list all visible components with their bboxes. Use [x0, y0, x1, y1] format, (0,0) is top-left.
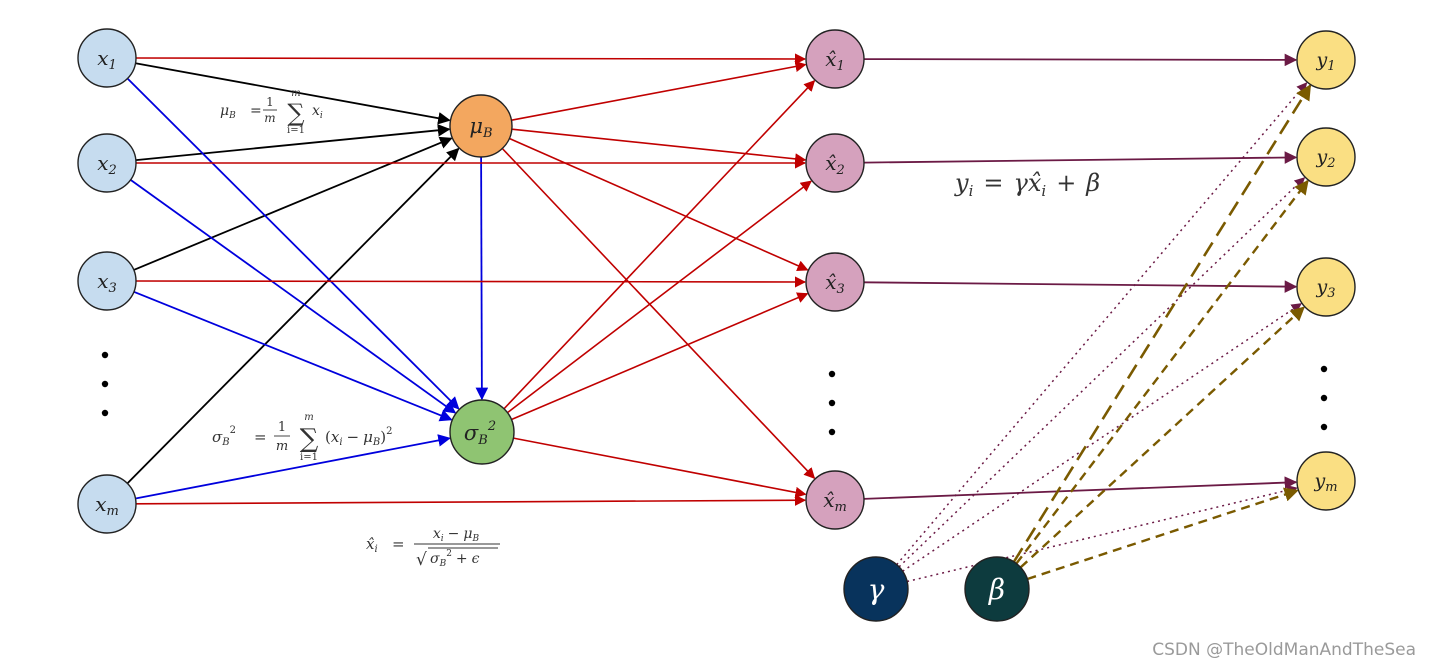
edge-mean-to-h1	[511, 60, 807, 121]
edge-x3-to-variance	[133, 290, 453, 422]
edge-xm-to-variance	[135, 434, 451, 500]
svg-text:y2: y2	[1315, 146, 1335, 171]
node-y2: y2	[1296, 127, 1356, 187]
svg-text:∑: ∑	[287, 99, 304, 127]
svg-text:x̂3: x̂3	[825, 270, 845, 297]
edge-gamma-to-ym	[906, 485, 1298, 583]
svg-text:∑: ∑	[300, 424, 319, 454]
svg-text:x3: x3	[97, 269, 117, 296]
svg-text:=: =	[254, 428, 267, 446]
svg-text:β: β	[988, 573, 1005, 606]
edge-mean-to-variance	[475, 156, 489, 401]
svg-text:xi: xi	[312, 103, 323, 121]
ellipsis-inputs	[101, 351, 109, 417]
svg-text:μB: μB	[469, 114, 492, 141]
edge-x3-to-h3	[135, 276, 807, 288]
node-y1: y1	[1296, 30, 1356, 90]
edge-mean-to-h2	[511, 128, 807, 165]
svg-text:ym: ym	[1313, 470, 1337, 495]
svg-text:i=1: i=1	[287, 125, 305, 136]
svg-text:σB2: σB2	[212, 425, 236, 448]
edge-gamma-to-y3	[902, 303, 1302, 572]
svg-text:σB2: σB2	[464, 419, 496, 448]
node-ym: ym	[1296, 451, 1356, 511]
edge-variance-to-h1	[503, 79, 816, 410]
node-beta: β	[964, 556, 1030, 622]
edge-x3-to-mean	[133, 136, 453, 271]
svg-text:1: 1	[278, 420, 286, 435]
edge-beta-to-y1	[1012, 84, 1312, 563]
edge-hm-to-ym	[863, 476, 1298, 500]
svg-text:m: m	[304, 412, 313, 423]
edge-variance-to-h3	[511, 292, 809, 421]
node-gamma: γ	[843, 556, 909, 622]
svg-text:xi−μB: xi−μB	[433, 526, 480, 544]
node-xm: xm	[77, 474, 137, 534]
node-x2: x2	[77, 133, 137, 193]
svg-text:i=1: i=1	[300, 452, 318, 463]
svg-text:x2: x2	[97, 151, 117, 178]
formula-normalize: x̂i = xi−μB √ σB2+ϵ	[366, 526, 500, 570]
node-y3: y3	[1296, 257, 1356, 317]
svg-text:m: m	[264, 111, 275, 125]
edge-x2-to-variance	[130, 179, 457, 414]
edge-xm-to-hm	[135, 494, 807, 506]
node-xhat2: x̂2	[805, 133, 865, 193]
edge-h2-to-y2	[863, 151, 1298, 164]
svg-text:1: 1	[266, 95, 274, 109]
edge-beta-to-ym	[1027, 487, 1299, 581]
edge-beta-to-y2	[1015, 179, 1309, 565]
svg-text:√: √	[416, 550, 427, 570]
svg-text:m: m	[291, 88, 300, 99]
edge-variance-to-h2	[507, 180, 812, 414]
edge-mean-to-hm	[501, 147, 816, 480]
svg-text:(xi−μB)2: (xi−μB)2	[325, 426, 392, 448]
node-mu-b: μB	[449, 94, 513, 158]
svg-text:y3: y3	[1315, 276, 1335, 301]
edge-x1-to-variance	[126, 77, 460, 410]
svg-text:μB: μB	[220, 103, 236, 121]
node-xhat3: x̂3	[805, 252, 865, 312]
edge-x2-to-mean	[135, 124, 451, 161]
edge-x1-to-h1	[135, 53, 807, 65]
svg-text:=: =	[250, 103, 262, 119]
ellipsis-normalized	[828, 370, 836, 436]
svg-text:y1: y1	[1315, 49, 1335, 74]
nodes: x1 x2 x3 xm μB σB2 x̂1 x̂2	[77, 28, 1356, 622]
edge-x1-to-mean	[135, 62, 451, 125]
formula-mean: μB = 1 m m ∑ i=1 xi	[220, 88, 323, 136]
edge-h3-to-y3	[863, 280, 1298, 293]
edge-xm-to-mean	[126, 147, 460, 485]
edge-beta-to-y3	[1019, 306, 1305, 569]
svg-text:σB2+ϵ: σB2+ϵ	[430, 549, 480, 569]
formula-variance: σB2 = 1 m m ∑ i=1 (xi−μB)2	[212, 412, 392, 463]
svg-text:=: =	[392, 535, 405, 553]
svg-text:x̂2: x̂2	[825, 151, 845, 178]
svg-text:yi=γx̂i+β: yi=γx̂i+β	[954, 169, 1100, 200]
svg-text:x̂1: x̂1	[825, 47, 845, 74]
edge-mean-to-h3	[509, 137, 809, 271]
svg-text:x̂m: x̂m	[823, 488, 847, 515]
watermark: CSDN @TheOldManAndTheSea	[1152, 640, 1416, 660]
svg-text:x̂i: x̂i	[366, 535, 378, 555]
node-sigma-b-squared: σB2	[449, 399, 515, 465]
svg-text:m: m	[276, 439, 288, 454]
edge-variance-to-hm	[513, 437, 807, 498]
ellipsis-outputs	[1320, 365, 1328, 431]
formula-scale-shift: yi=γx̂i+β	[954, 169, 1100, 200]
node-x3: x3	[77, 251, 137, 311]
svg-text:xm: xm	[95, 492, 119, 519]
node-xhat1: x̂1	[805, 29, 865, 89]
node-x1: x1	[77, 28, 137, 88]
edge-h1-to-y1	[863, 53, 1298, 67]
edge-gamma-to-y2	[898, 177, 1306, 568]
node-xhatm: x̂m	[805, 470, 865, 530]
svg-text:γ: γ	[868, 573, 885, 606]
svg-text:x1: x1	[97, 46, 117, 73]
edges	[126, 53, 1312, 583]
